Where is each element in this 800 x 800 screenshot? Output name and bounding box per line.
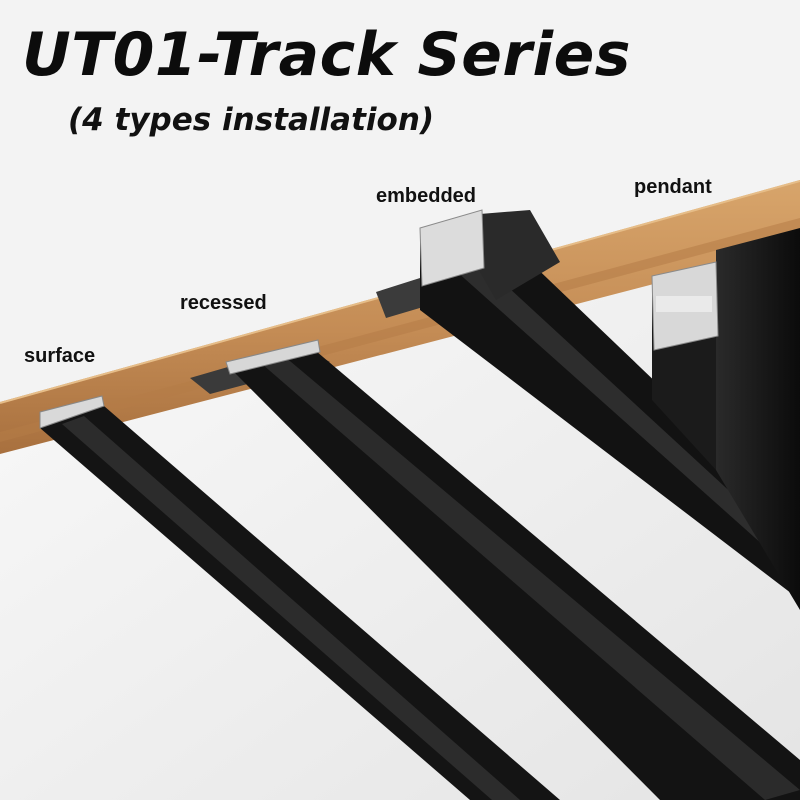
embedded-track-groove — [446, 252, 800, 578]
embedded-track-profile — [419, 209, 485, 287]
label-pendant: pendant — [634, 176, 712, 198]
embedded-track-flange — [480, 210, 560, 300]
label-surface: surface — [24, 345, 96, 367]
pendant-track-body — [716, 228, 800, 610]
surface-track-groove — [62, 416, 520, 800]
label-recessed: recessed — [180, 292, 267, 314]
label-embedded: embedded — [376, 185, 477, 207]
page-subtitle: (4 types installation) — [68, 102, 435, 138]
page-title: UT01-Track Series — [22, 20, 631, 90]
recessed-track-groove — [262, 356, 800, 800]
surface-track-profile — [39, 395, 105, 429]
recessed-track-profile — [225, 339, 321, 375]
